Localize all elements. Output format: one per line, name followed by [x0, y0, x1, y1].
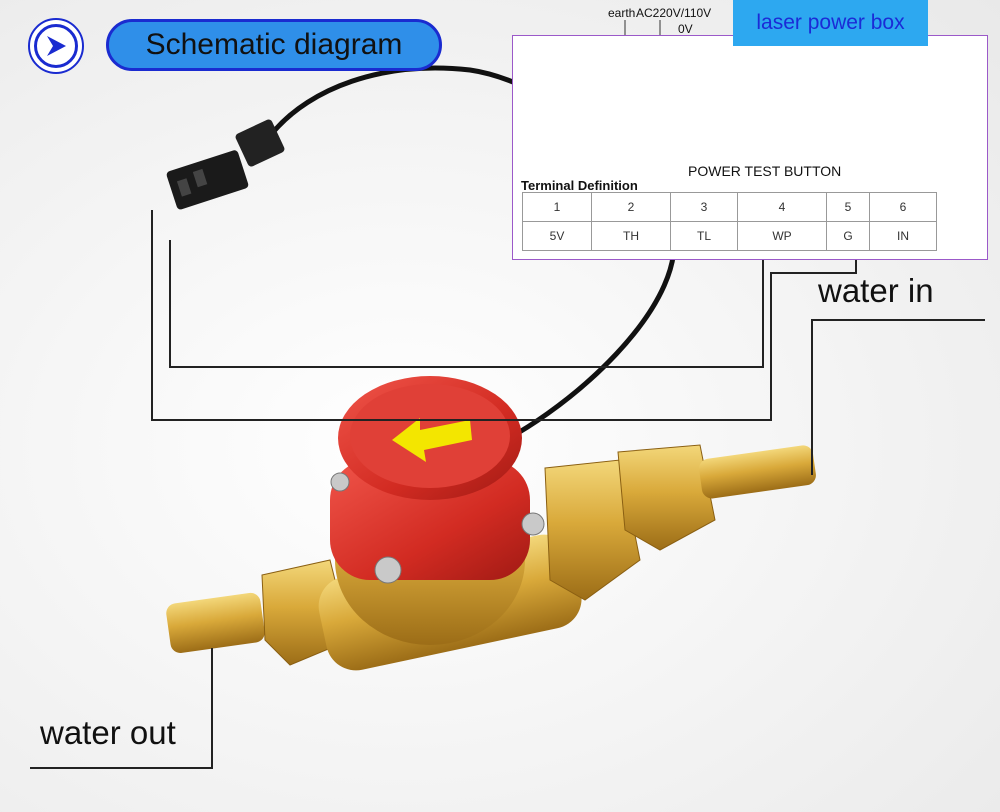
terminal-name: 5V [522, 221, 592, 251]
terminal-name: IN [869, 221, 937, 251]
terminal-number: 2 [591, 192, 671, 222]
cable-connector [166, 119, 285, 210]
ac-voltage-label: AC220V/110V [636, 6, 712, 20]
terminal-number: 1 [522, 192, 592, 222]
water-out-label: water out [40, 714, 176, 751]
flow-switch-body [166, 376, 816, 671]
header-badge [28, 18, 84, 74]
terminal-definition-title: Terminal Definition [521, 178, 638, 193]
terminal-name: WP [737, 221, 827, 251]
chevron-right-icon [34, 24, 78, 68]
terminal-name: TL [670, 221, 738, 251]
terminal-number: 3 [670, 192, 738, 222]
power-box-label: laser power box [733, 0, 928, 46]
terminal-number-row: 1 2 3 4 5 6 [522, 192, 937, 222]
zero-volt-label: 0V [678, 22, 693, 36]
page-title: Schematic diagram [106, 19, 442, 71]
terminal-number: 4 [737, 192, 827, 222]
terminal-number: 6 [869, 192, 937, 222]
terminal-name-row: 5V TH TL WP G IN [522, 221, 937, 251]
terminal-name: G [826, 221, 870, 251]
terminal-number: 5 [826, 192, 870, 222]
flow-direction-arrow [392, 418, 472, 462]
earth-label: earth [608, 6, 636, 20]
water-in-label: water in [818, 272, 934, 309]
terminal-table: 1 2 3 4 5 6 5V TH TL WP G IN [522, 192, 937, 251]
terminal-name: TH [591, 221, 671, 251]
power-test-button-label: POWER TEST BUTTON [688, 163, 842, 179]
wiring-lines [30, 210, 985, 769]
